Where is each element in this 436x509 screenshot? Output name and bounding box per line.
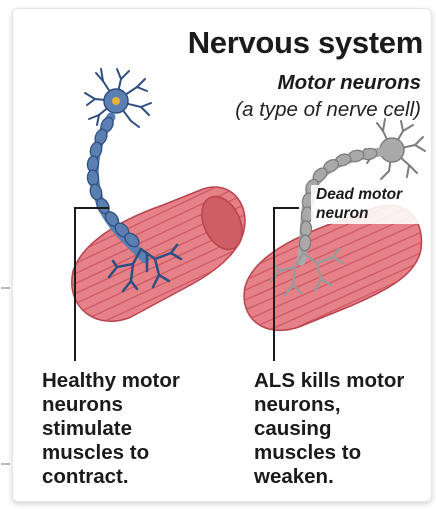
caption-line: neurons (42, 393, 227, 417)
dead-label-line-2: neuron (316, 204, 432, 223)
als-caption: ALS kills motor neurons, causing muscles… (254, 369, 429, 489)
edge-marker-top (1, 287, 10, 289)
caption-line: weaken. (254, 465, 429, 489)
page-title: Nervous system (188, 25, 423, 61)
healthy-caption: Healthy motor neurons stimulate muscles … (42, 369, 227, 489)
caption-line: causing (254, 417, 429, 441)
subtitle-note: (a type of nerve cell) (235, 98, 421, 122)
caption-line: ALS kills motor (254, 369, 429, 393)
infographic-card: Nervous system Motor neurons (a type of … (12, 8, 432, 502)
caption-line: neurons, (254, 393, 429, 417)
caption-line: stimulate (42, 417, 227, 441)
dead-label-line-1: Dead motor (316, 185, 432, 204)
caption-line: contract. (42, 465, 227, 489)
caption-line: Healthy motor (42, 369, 227, 393)
healthy-muscle (53, 163, 277, 342)
subtitle: Motor neurons (278, 71, 422, 95)
edge-marker-bottom (1, 463, 10, 465)
caption-line: muscles to (254, 441, 429, 465)
caption-line: muscles to (42, 441, 227, 465)
dead-motor-neuron-label: Dead motor neuron (311, 185, 432, 224)
